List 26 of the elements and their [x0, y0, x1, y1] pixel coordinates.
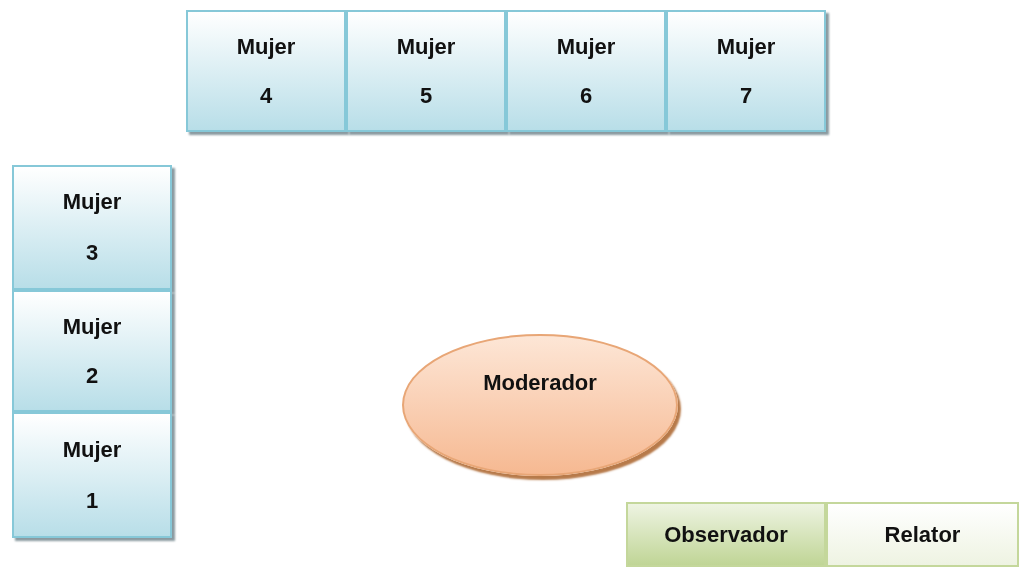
- role-box: [826, 502, 1019, 567]
- seat-box: [186, 10, 346, 132]
- seat-box: [666, 10, 826, 132]
- seat-label: Mujer: [396, 33, 456, 60]
- seat-label: 6: [579, 82, 593, 109]
- role-box: [626, 502, 826, 567]
- seat-label: Mujer: [716, 33, 776, 60]
- moderator-label: Moderador: [483, 370, 597, 396]
- seat-label: 5: [419, 82, 433, 109]
- seat-box: [506, 10, 666, 132]
- seat-label: 1: [85, 487, 99, 514]
- seat-label: Mujer: [62, 189, 122, 216]
- seat-box: [12, 165, 172, 290]
- seat-box: [346, 10, 506, 132]
- role-label: Relator: [884, 521, 961, 548]
- seat-label: 4: [259, 82, 273, 109]
- seat-box: [12, 412, 172, 538]
- seat-label: 2: [85, 362, 99, 389]
- seat-label: Mujer: [556, 33, 616, 60]
- seat-box: [12, 290, 172, 412]
- seat-label: Mujer: [236, 33, 296, 60]
- seat-label: Mujer: [62, 436, 122, 463]
- seat-label: 7: [739, 82, 753, 109]
- seat-label: 3: [85, 239, 99, 266]
- role-label: Observador: [664, 521, 788, 548]
- seat-label: Mujer: [62, 313, 122, 340]
